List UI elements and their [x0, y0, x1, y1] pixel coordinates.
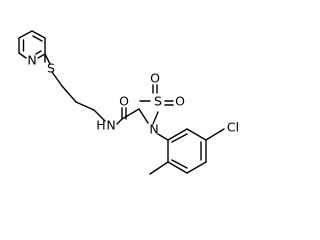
bond-c-n2: [138, 108, 149, 124]
bond-ar-4: [186, 161, 207, 174]
sulfonyl-oxygen-1-label: O: [150, 71, 160, 86]
bond-ar-5b: [171, 159, 188, 169]
bond-pyr-5b: [35, 50, 42, 55]
bond-nh-co: [116, 118, 123, 125]
chlorine-label: Cl: [227, 120, 239, 135]
sulfonamide-nitrogen-label: N: [149, 122, 158, 137]
bond-ar-cl: [205, 128, 225, 141]
amide-nitrogen-label: N: [106, 118, 115, 133]
bond-ar-1: [167, 128, 188, 141]
bond-n2-s: [152, 111, 159, 125]
amide-hydrogen-label: H: [96, 118, 105, 133]
aryl-ring: [167, 128, 207, 174]
sulfonyl-oxygen-2-label: O: [175, 94, 185, 109]
bond-ar-me: [149, 161, 169, 175]
bond-n2-aryl: [157, 133, 169, 141]
bond-ar-5: [167, 161, 188, 174]
bond-pyr-2: [18, 30, 33, 39]
bond-ar-2: [186, 128, 207, 141]
sulfonyl-sulfur-label: S: [154, 94, 162, 109]
bond-pyr-5: [37, 53, 46, 59]
bond-c3-n: [93, 109, 106, 122]
pyridine-ring: [18, 30, 46, 59]
carbonyl-oxygen-label: O: [119, 94, 129, 109]
bond-c2-c3: [75, 101, 95, 111]
bond-pyr-3: [31, 30, 46, 39]
bond-s-c1: [51, 71, 63, 87]
pyridine-nitrogen-label: N: [27, 53, 36, 68]
bond-co-c: [121, 108, 140, 120]
bond-pyr-3b: [32, 35, 43, 42]
bond-pyr-s2: [44, 53, 51, 65]
thioether-sulfur-label: S: [47, 61, 55, 76]
bond-ar-1b: [171, 133, 188, 143]
bond-pyr-6: [18, 52, 27, 59]
chemical-structure-diagram: N S N H O N S O O Cl: [18, 30, 239, 175]
bond-c1-c2: [61, 85, 77, 103]
